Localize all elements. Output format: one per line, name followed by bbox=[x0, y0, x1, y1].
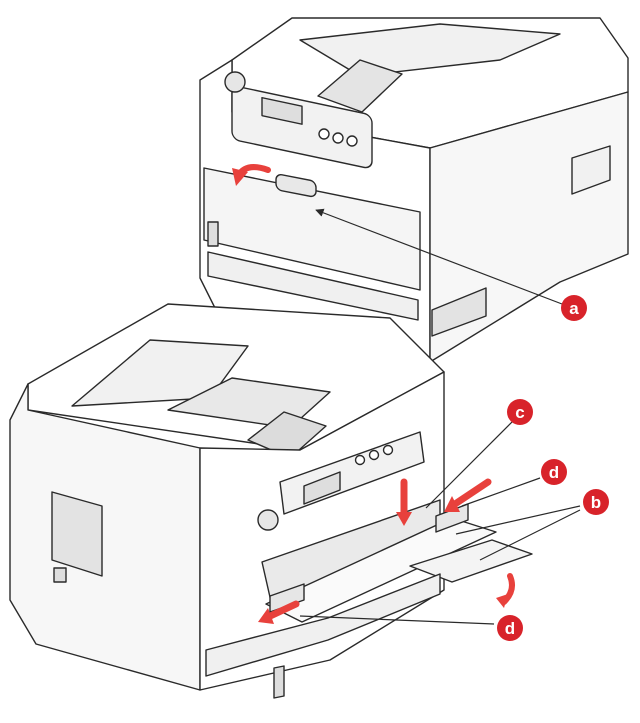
callout-a: a bbox=[561, 295, 587, 321]
callout-label: d bbox=[505, 619, 515, 638]
callout-label: a bbox=[569, 299, 579, 318]
callout-label: d bbox=[549, 463, 559, 482]
callout-c: c bbox=[507, 399, 533, 425]
callout-label: b bbox=[591, 493, 601, 512]
callout-label: c bbox=[515, 403, 524, 422]
leader-line-b-1 bbox=[456, 506, 580, 534]
paper-guide-arrow-top bbox=[452, 482, 488, 506]
callout-d-bottom: d bbox=[497, 615, 523, 641]
callout-d-top: d bbox=[541, 459, 567, 485]
callout-b: b bbox=[583, 489, 609, 515]
